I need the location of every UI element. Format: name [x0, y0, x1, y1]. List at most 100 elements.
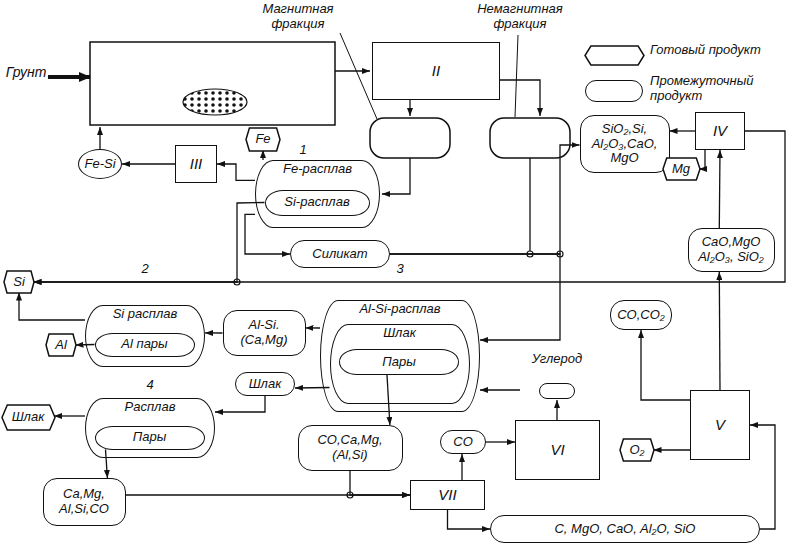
label-text: Пары [133, 429, 166, 444]
label-text: Si расплав [113, 306, 178, 321]
label-text: Ca,Mg, Al,Si,CO [59, 486, 109, 516]
label-text: III [190, 155, 203, 172]
node-text: Fe-Si [82, 156, 117, 173]
process-box: III [175, 145, 217, 183]
node-text: II [430, 61, 442, 80]
legend-sample [585, 80, 643, 102]
node-text: C, MgO, CaO, Al₂O, SiO [552, 521, 697, 538]
label-text: Силикат [312, 246, 367, 261]
final-product: O₂ [621, 440, 654, 461]
legend-text: Готовый продукт [650, 43, 795, 58]
process-box: VII [410, 480, 485, 510]
reactor-cylinder: РасплавПары [85, 398, 215, 458]
reactor-cylinder: Al-Si-расплавШлакПары [320, 300, 480, 412]
flow-connector [556, 400, 557, 420]
node-text: Fe [253, 131, 272, 148]
carbon-oval [539, 383, 575, 399]
label-text: SiO₂,Si, Al₂O₃,CaO, MgO [592, 121, 658, 166]
flow-connector [215, 396, 265, 412]
label-text: Шлак [249, 376, 282, 391]
reactor-cylinder: Al пары [95, 333, 195, 357]
leader-line [515, 35, 518, 117]
node-text: Шлак [381, 325, 418, 342]
flow-connector [295, 387, 330, 389]
node-text: III [188, 154, 205, 173]
hexagon-outline [620, 439, 654, 461]
hexagon-outline [4, 271, 34, 293]
label-text: Расплав [125, 399, 176, 414]
intermediate-product: SiO₂,Si, Al₂O₃,CaO, MgO [580, 115, 670, 173]
callout-number: 2 [138, 262, 152, 277]
flow-connector [750, 425, 775, 529]
flow-connector [654, 449, 691, 450]
node-text: CO [451, 434, 475, 451]
node-text: Al пары [119, 336, 169, 353]
label-text: CaO,MgO Al₂O₃, SiO₂ [698, 234, 764, 264]
flow-connector [699, 150, 705, 169]
flow-connector [486, 441, 515, 442]
flow-connector [670, 130, 696, 131]
label-text: Al-Si. (Ca,Mg) [241, 317, 288, 347]
label-text: C, MgO, CaO, Al₂O, SiO [554, 521, 695, 536]
node-text: Si [11, 274, 27, 291]
flow-connector [34, 203, 265, 283]
node-text: Шлак [247, 376, 284, 393]
label-text: Si-расплав [284, 194, 349, 209]
node-text: CO,CO₂ [615, 307, 667, 324]
legend-sample [585, 46, 643, 64]
node-text: Al-Si-расплав [357, 301, 442, 318]
flow-connector [480, 389, 520, 390]
intermediate-product: Al-Si. (Ca,Mg) [223, 310, 306, 356]
magnetic-fraction-oval [370, 118, 450, 158]
node-text: Fe-расплав [281, 161, 354, 178]
intermediate-product: CaO,MgO Al₂O₃, SiO₂ [688, 228, 775, 272]
node-text: Расплав [123, 399, 178, 416]
label-text: Fe-Si [84, 156, 115, 171]
hexagon-outline [246, 128, 280, 151]
separator-box [90, 42, 335, 125]
callout-number: 1 [296, 143, 310, 158]
label-text: Углерод [532, 351, 583, 366]
annotation-label: Грунт [3, 64, 49, 80]
label-text: Mg [672, 161, 690, 176]
node-text: SiO₂,Si, Al₂O₃,CaO, MgO [581, 121, 669, 168]
label-text: Al пары [121, 336, 167, 351]
flow-connector [54, 415, 85, 416]
flow-connector [390, 145, 580, 254]
legend-text: Промежуточный продукт [650, 74, 790, 104]
node-text: Шлак [10, 409, 47, 426]
node-text: Пары [131, 429, 168, 446]
node-text: CaO,MgO Al₂O₃, SiO₂ [689, 234, 774, 266]
label-text: VI [550, 441, 564, 458]
label-text: VII [438, 486, 456, 503]
flow-connector [205, 332, 223, 333]
annotation-label: Немагнитная фракция [470, 2, 570, 32]
flow-connector [122, 163, 175, 164]
reactor-cylinder: Si расплав Al пары [85, 305, 205, 367]
label-text: Si [13, 274, 25, 289]
node-text: VII [436, 485, 458, 504]
flow-line [99, 127, 100, 149]
process-box: IV [695, 112, 745, 150]
intermediate-product: Ca,Mg, Al,Si,CO [43, 478, 126, 526]
flow-connector [262, 150, 263, 160]
node-text: Ca,Mg, Al,Si,CO [44, 486, 125, 518]
label-text: Шлак [12, 409, 45, 424]
flow-connector [719, 150, 721, 228]
process-box: V [690, 390, 750, 460]
node-text: Si расплав [111, 306, 180, 323]
node-text: Al [53, 337, 69, 354]
flow-line [409, 100, 410, 116]
intermediate-product: C, MgO, CaO, Al₂O, SiO [490, 515, 760, 543]
flow-line [529, 158, 530, 254]
intermediate-product: CO,CO₂ [610, 300, 672, 330]
label-text: Al [55, 337, 67, 352]
hexagon-outline [2, 405, 55, 430]
flow-connector [387, 375, 390, 425]
node-text: Силикат [310, 246, 369, 263]
flow-connector [350, 471, 410, 495]
flow-connector [641, 330, 690, 400]
label-text: CO [453, 434, 473, 449]
flow-line [500, 80, 540, 116]
